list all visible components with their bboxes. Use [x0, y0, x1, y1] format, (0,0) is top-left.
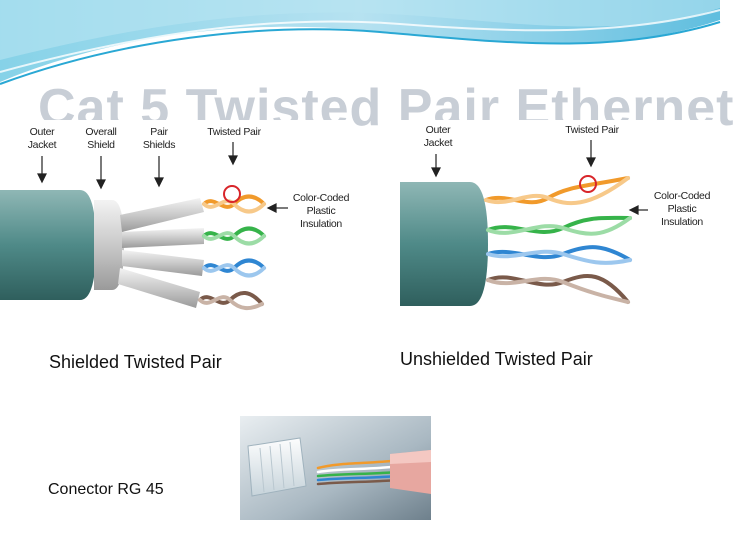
stp-label-twisted-pair: Twisted Pair: [207, 126, 261, 138]
stp-label-outer-jacket: Outer Jacket: [27, 126, 57, 151]
utp-label-twisted-pair: Twisted Pair: [565, 124, 619, 136]
utp-caption: Unshielded Twisted Pair: [400, 349, 593, 369]
connector-caption: Conector RG 45: [48, 481, 164, 498]
utp-label-color-coded: Color-Coded Plastic Insulation: [653, 190, 711, 228]
header-wave-band: [0, 0, 721, 85]
stp-diagram: Outer Jacket Overall Shield Pair Shields…: [0, 120, 352, 335]
stp-label-color-coded: Color-Coded Plastic Insulation: [292, 192, 350, 230]
stp-label-overall-shield: Overall Shield: [85, 126, 117, 151]
rj45-connector-photo: [240, 416, 431, 520]
stp-highlight-ring: [223, 185, 241, 203]
stp-cable-illustration: [0, 142, 288, 311]
stp-label-pair-shields: Pair Shields: [142, 126, 176, 151]
utp-label-outer-jacket: Outer Jacket: [423, 124, 453, 149]
utp-cable-illustration: [400, 140, 648, 306]
utp-highlight-ring: [579, 175, 597, 193]
stp-caption: Shielded Twisted Pair: [49, 352, 222, 372]
utp-diagram: Outer Jacket Twisted Pair Color-Coded Pl…: [398, 120, 720, 335]
